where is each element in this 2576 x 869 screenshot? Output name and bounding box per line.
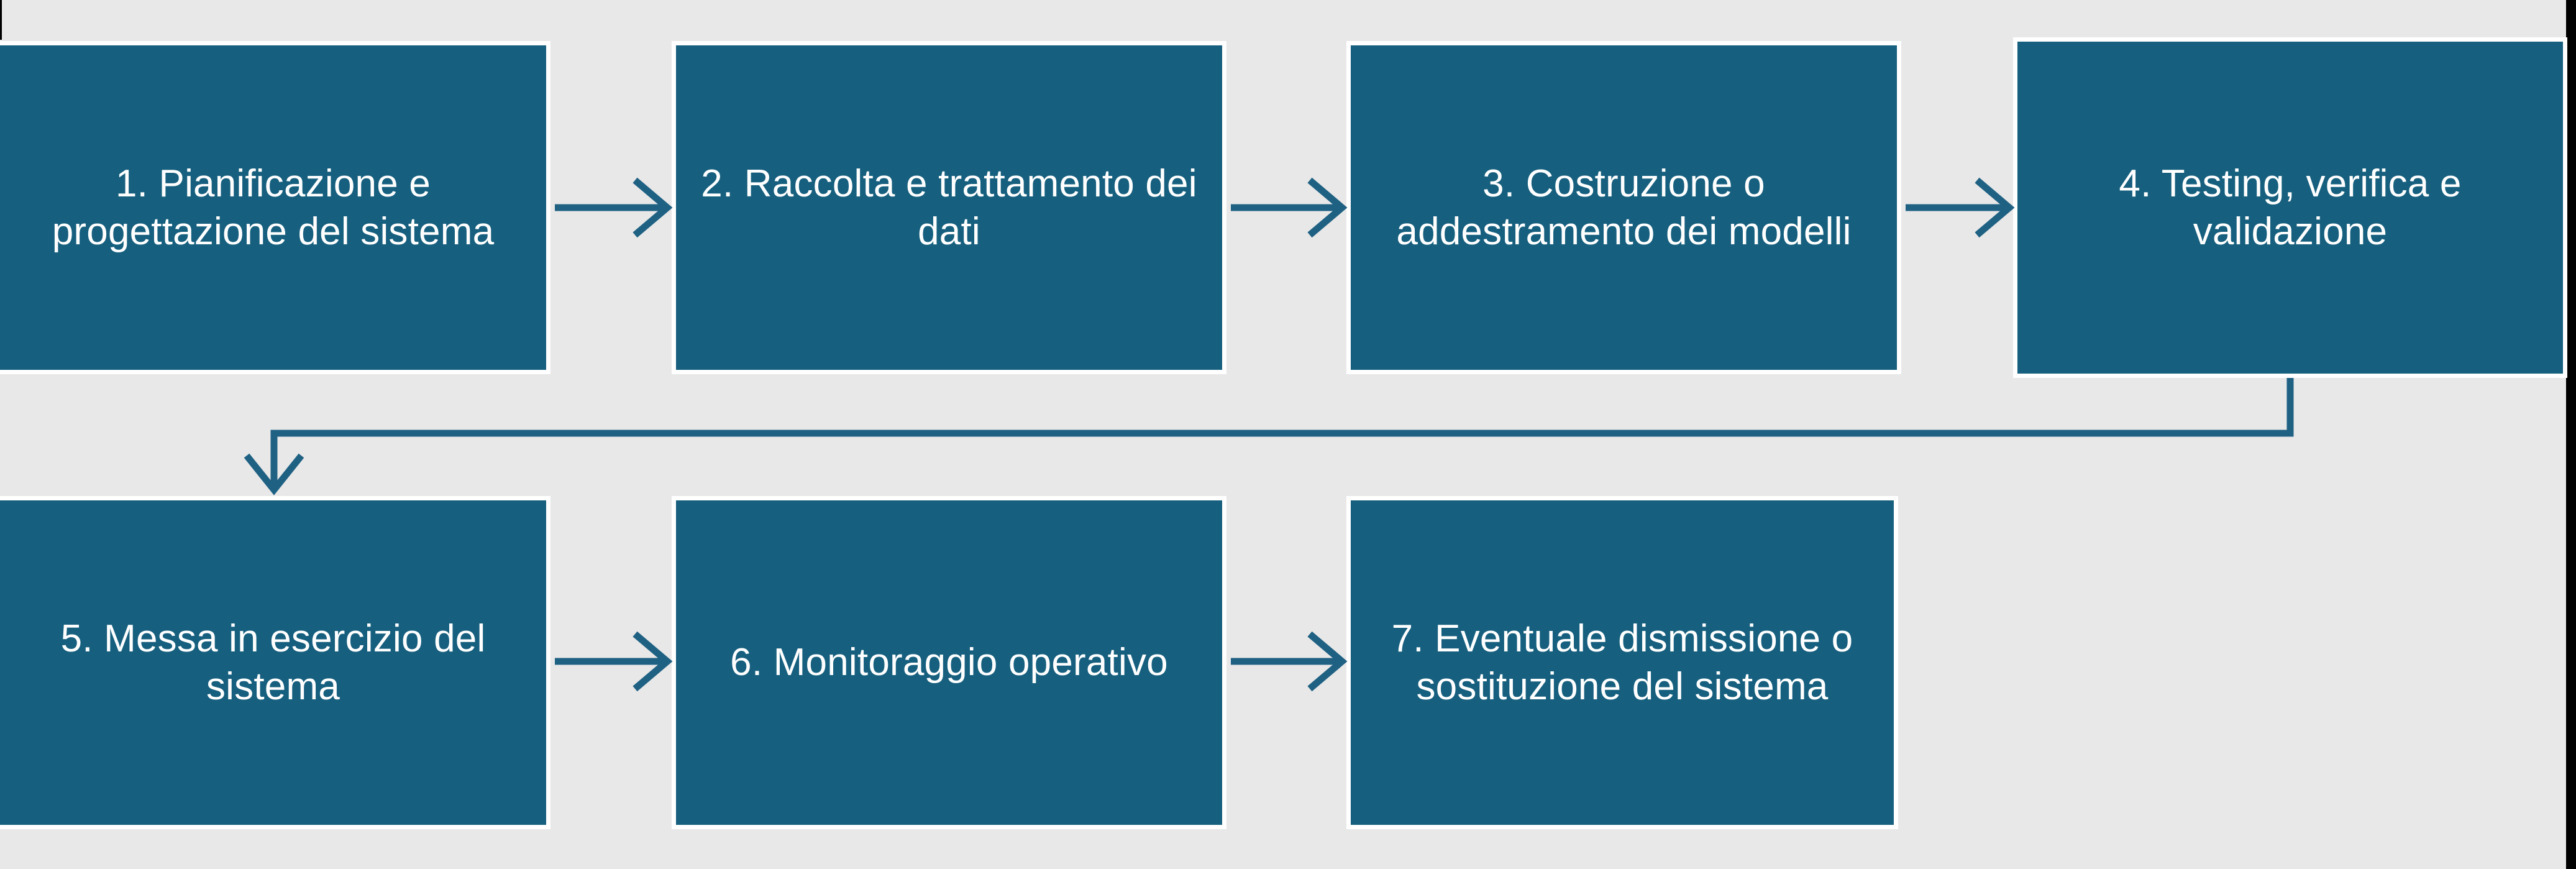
slide-frame-left-edge bbox=[0, 0, 2, 40]
node-step-1-label: 1. Pianificazione e progettazione del si… bbox=[52, 162, 495, 254]
node-step-3-label: 3. Costruzione o addestramento dei model… bbox=[1396, 162, 1852, 254]
node-step-6-label: 6. Monitoraggio operativo bbox=[730, 641, 1168, 684]
arrow-step6-to-step7 bbox=[1231, 631, 1348, 692]
node-step-2[interactable]: 2. Raccolta e trattamento dei dati bbox=[672, 41, 1226, 374]
slide-frame-right-edge bbox=[2566, 0, 2576, 869]
node-step-7-label: 7. Eventuale dismissione o sostituzione … bbox=[1391, 617, 1853, 709]
arrow-step1-to-step2 bbox=[555, 177, 673, 238]
arrow-step4-to-step5 bbox=[244, 378, 2294, 495]
node-step-5[interactable]: 5. Messa in esercizio del sistema bbox=[0, 496, 550, 829]
node-step-2-label: 2. Raccolta e trattamento dei dati bbox=[701, 162, 1197, 254]
node-step-1[interactable]: 1. Pianificazione e progettazione del si… bbox=[0, 41, 550, 374]
node-step-7[interactable]: 7. Eventuale dismissione o sostituzione … bbox=[1346, 496, 1898, 829]
arrow-step5-to-step6 bbox=[555, 631, 673, 692]
arrow-step2-to-step3 bbox=[1231, 177, 1348, 238]
node-step-6[interactable]: 6. Monitoraggio operativo bbox=[672, 496, 1226, 829]
node-step-3[interactable]: 3. Costruzione o addestramento dei model… bbox=[1346, 41, 1901, 374]
node-step-4[interactable]: 4. Testing, verifica e validazione bbox=[2013, 37, 2567, 378]
arrow-step3-to-step4 bbox=[1906, 177, 2015, 238]
node-step-5-label: 5. Messa in esercizio del sistema bbox=[60, 617, 486, 709]
node-step-4-label: 4. Testing, verifica e validazione bbox=[2119, 162, 2462, 254]
